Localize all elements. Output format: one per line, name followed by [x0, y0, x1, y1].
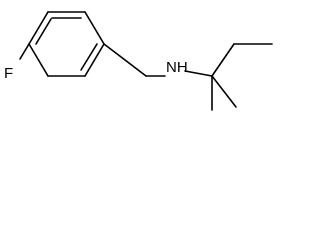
- methyl-right-bond: [211, 75, 237, 108]
- ring-fluorine-bond: [19, 43, 30, 60]
- ring-bond: [84, 43, 105, 77]
- ring-bond: [28, 11, 49, 45]
- fluorine-atom-label: F: [4, 65, 13, 82]
- ring-double-bond: [80, 43, 98, 71]
- ring-bond: [84, 11, 105, 45]
- structural-formula: F NH: [4, 11, 273, 111]
- ring-double-bond: [35, 18, 52, 45]
- nitrogen-quaternary-carbon-bond: [184, 70, 213, 77]
- ring-bond: [28, 43, 49, 77]
- ring-methylene-bond: [103, 43, 147, 77]
- benzene-ring: [28, 11, 105, 77]
- quaternary-carbon-ethyl-bond: [211, 43, 235, 77]
- amine-atom-label: NH: [166, 59, 188, 76]
